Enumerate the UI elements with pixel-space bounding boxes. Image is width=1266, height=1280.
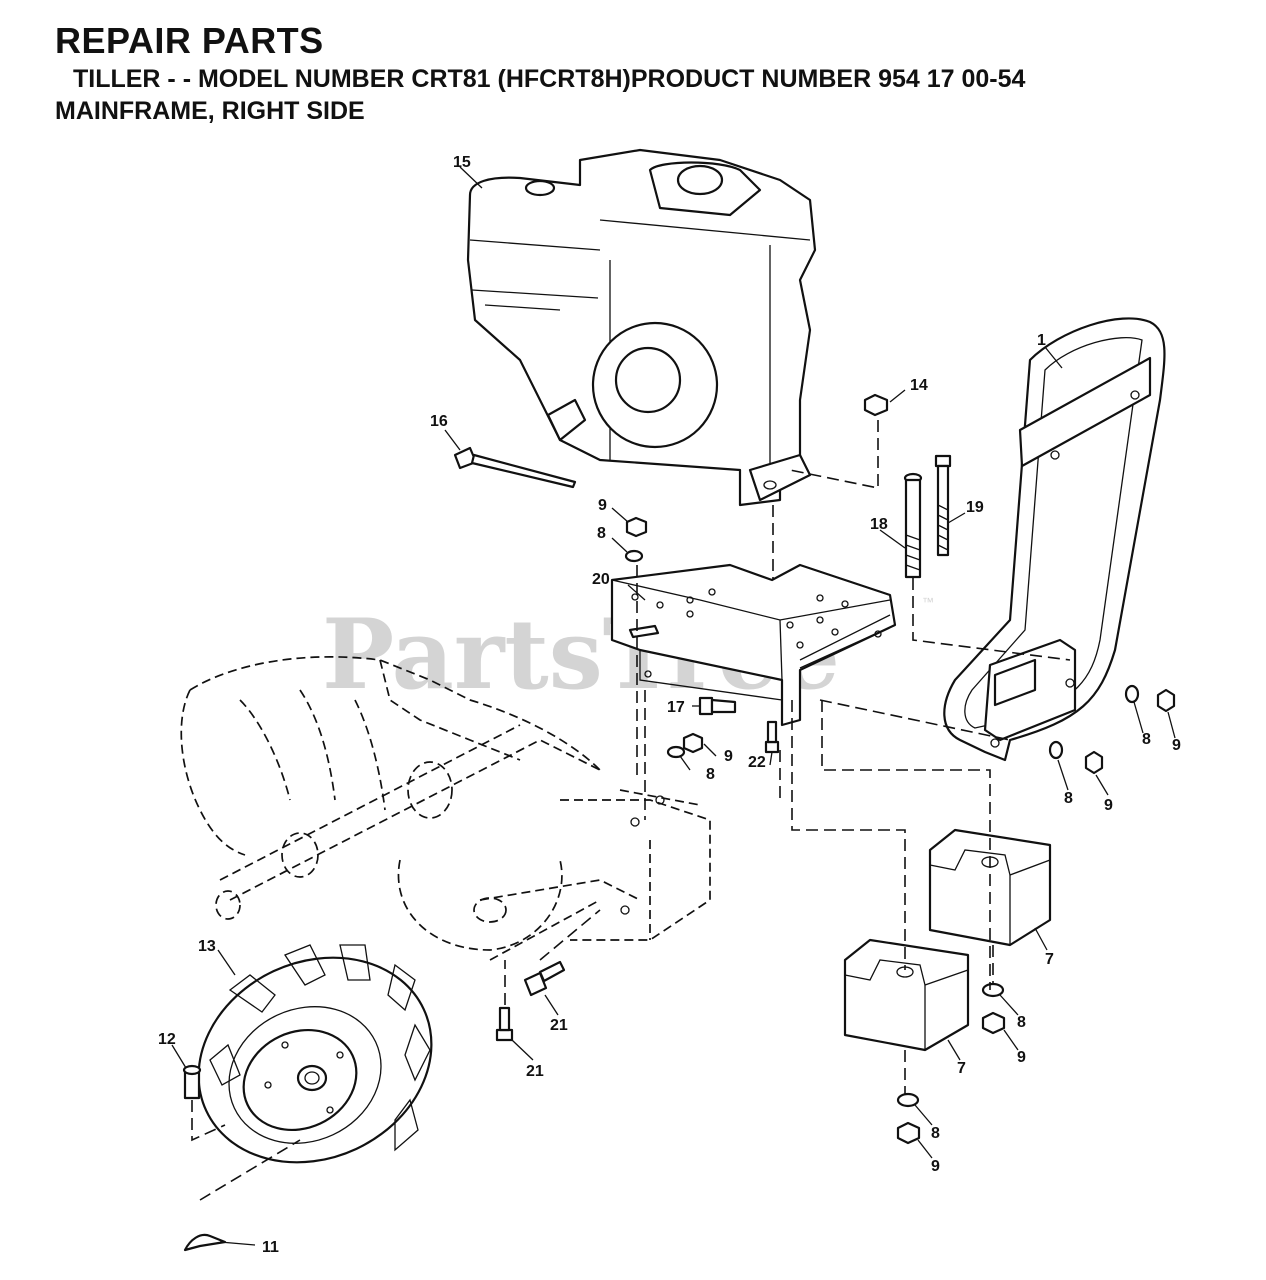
hex-bolt-19 bbox=[934, 454, 952, 557]
washer-8-mid bbox=[666, 745, 686, 759]
callout-8-weight-upper: 8 bbox=[1017, 1014, 1026, 1031]
washer-8-right bbox=[1124, 684, 1140, 704]
callout-22: 22 bbox=[748, 754, 766, 771]
cable-tie bbox=[453, 446, 577, 489]
callout-7-upper: 7 bbox=[1045, 951, 1054, 968]
nut-9-lower bbox=[1084, 750, 1104, 775]
callout-9-lower: 9 bbox=[1104, 797, 1113, 814]
washer-8-weight-upper bbox=[981, 982, 1005, 998]
watermark-trademark: ™ bbox=[922, 595, 934, 609]
bolt-17-shank bbox=[710, 698, 737, 714]
section-title: MAINFRAME, RIGHT SIDE bbox=[55, 97, 365, 125]
mainframe-plate bbox=[610, 563, 897, 727]
callout-12: 12 bbox=[158, 1031, 176, 1048]
assembly-lines bbox=[191, 420, 1071, 1201]
nut-9-engine bbox=[625, 516, 648, 538]
callout-1: 1 bbox=[1037, 332, 1046, 349]
engine bbox=[466, 148, 817, 507]
callout-8-right: 8 bbox=[1142, 731, 1151, 748]
callout-9-engine: 9 bbox=[598, 497, 607, 514]
page-header: REPAIR PARTS TILLER - - MODEL NUMBER CRT… bbox=[55, 22, 1025, 126]
nut-9-mid bbox=[682, 732, 704, 754]
tiller-wheel bbox=[197, 944, 433, 1164]
page-title: REPAIR PARTS bbox=[55, 20, 324, 61]
weight-lower bbox=[843, 938, 970, 1052]
model-subtitle: TILLER - - MODEL NUMBER CRT81 (HFCRT8H)P… bbox=[73, 65, 1026, 93]
callout-labels: 1 7 7 8 8 8 8 8 8 9 9 9 9 9 9 11 12 13 1… bbox=[158, 154, 1181, 1256]
bolt-22-head bbox=[764, 740, 780, 754]
callout-7-lower: 7 bbox=[957, 1060, 966, 1077]
hairpin-11 bbox=[183, 1233, 227, 1252]
callout-9-mid: 9 bbox=[724, 748, 733, 765]
callout-8-lower: 8 bbox=[1064, 790, 1073, 807]
callout-16: 16 bbox=[430, 413, 448, 430]
bolt-21-lower-head bbox=[495, 1028, 514, 1042]
callout-11: 11 bbox=[262, 1239, 279, 1256]
washer-8-lower bbox=[1048, 740, 1064, 760]
nut-9-weight-upper bbox=[981, 1011, 1006, 1035]
callout-21-lower: 21 bbox=[526, 1063, 544, 1080]
callout-8-weight-lower: 8 bbox=[931, 1125, 940, 1142]
bolt-21-upper-head bbox=[523, 971, 548, 997]
callout-8-engine: 8 bbox=[597, 525, 606, 542]
bolt-22-shank bbox=[766, 720, 778, 744]
callout-13: 13 bbox=[198, 938, 216, 955]
leader-lines bbox=[171, 166, 1176, 1246]
bolt-17-head bbox=[698, 696, 714, 716]
washer-8-weight-lower bbox=[896, 1092, 920, 1108]
hardware-parts bbox=[182, 393, 1176, 1252]
carriage-bolt-18 bbox=[903, 472, 923, 579]
bolt-21-lower-shank bbox=[498, 1006, 511, 1032]
callout-21-upper: 21 bbox=[550, 1017, 568, 1034]
nut-9-right bbox=[1156, 688, 1176, 713]
callout-18: 18 bbox=[870, 516, 888, 533]
nut-9-weight-lower bbox=[896, 1121, 921, 1145]
callout-17: 17 bbox=[667, 699, 685, 716]
callout-19: 19 bbox=[966, 499, 984, 516]
callout-14: 14 bbox=[910, 377, 928, 394]
nut-14 bbox=[863, 393, 889, 417]
tine-assembly-outline bbox=[180, 656, 711, 961]
callout-20: 20 bbox=[592, 571, 610, 588]
callout-9-weight-upper: 9 bbox=[1017, 1049, 1026, 1066]
callout-15: 15 bbox=[453, 154, 471, 171]
callout-9-right: 9 bbox=[1172, 737, 1181, 754]
handle-bracket bbox=[943, 317, 1166, 762]
bolt-21-upper-shank bbox=[538, 960, 566, 983]
washer-8-engine bbox=[624, 549, 644, 563]
callout-9-weight-lower: 9 bbox=[931, 1158, 940, 1175]
weight-upper bbox=[928, 828, 1052, 947]
callout-8-mid: 8 bbox=[706, 766, 715, 783]
